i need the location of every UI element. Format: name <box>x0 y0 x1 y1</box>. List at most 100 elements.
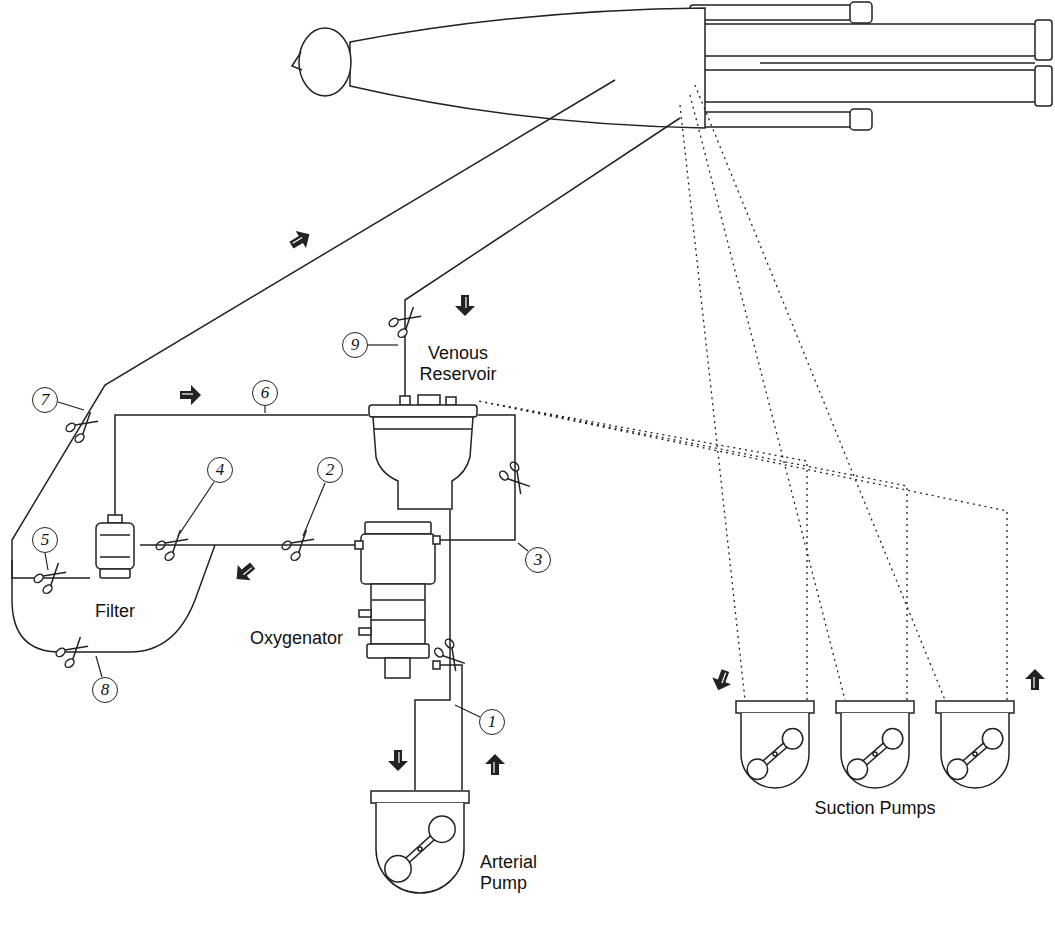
tube-connector <box>140 544 355 546</box>
drawing-part <box>388 304 424 339</box>
drawing-part <box>429 816 455 842</box>
drawing-part <box>45 553 48 570</box>
drawing-part <box>388 750 408 771</box>
drawing-part <box>841 713 909 788</box>
drawing-part <box>400 396 410 405</box>
device-label: Venous Reservoir <box>413 343 503 385</box>
drawing-part <box>359 628 371 635</box>
callout-number: 8 <box>92 677 118 703</box>
drawing-part <box>108 515 122 523</box>
tube-connector <box>440 665 462 790</box>
drawing-part <box>65 409 101 444</box>
drawing-part <box>736 701 814 713</box>
drawing-part <box>371 599 425 601</box>
drawing-part <box>433 536 440 544</box>
drawing-part <box>359 610 371 617</box>
drawing-part <box>1025 669 1045 690</box>
drawing-part <box>1035 20 1052 60</box>
drawing-part <box>12 80 615 578</box>
drawing-part <box>418 395 440 405</box>
drawing-part <box>690 112 852 127</box>
device-outline <box>370 790 470 895</box>
drawing-part <box>371 619 425 621</box>
drawing-part <box>361 534 435 584</box>
drawing-part <box>33 560 69 595</box>
suction-connector <box>478 401 1007 700</box>
device-label: Filter <box>80 601 150 622</box>
drawing-part <box>100 534 130 536</box>
drawing-part <box>680 105 745 700</box>
drawing-part <box>385 856 411 882</box>
drawing-part <box>850 2 872 23</box>
device-label: Suction Pumps <box>735 798 1015 819</box>
leader-line <box>45 345 528 717</box>
drawing-part <box>100 569 130 578</box>
drawing-part <box>695 85 945 700</box>
device-outline <box>735 700 1015 790</box>
drawing-part <box>180 385 201 405</box>
drawing-part <box>836 701 914 713</box>
drawing-part <box>850 109 872 130</box>
tubing <box>12 80 680 652</box>
drawing-part <box>1035 66 1052 106</box>
drawing-part <box>418 847 422 851</box>
drawing-part <box>773 752 777 756</box>
drawing-part <box>485 754 505 775</box>
drawing-part <box>405 118 680 396</box>
drawing-part <box>690 5 852 20</box>
callout-number: 1 <box>479 709 505 735</box>
drawing-part <box>941 713 1009 788</box>
suction-line <box>680 85 945 700</box>
callout-number: 5 <box>32 527 58 553</box>
drawing-part <box>873 752 877 756</box>
oxygenator-node: Oxygenator <box>355 520 440 680</box>
drawing-part <box>368 344 398 345</box>
drawing-part <box>433 661 440 669</box>
drawing-part <box>371 791 469 893</box>
flow-arrows <box>180 226 1045 775</box>
drawing-part <box>178 482 214 536</box>
device-label: Arterial Pump <box>480 852 552 894</box>
device-outline <box>355 520 440 680</box>
drawing-part <box>230 558 259 587</box>
drawing-part <box>690 70 1037 102</box>
callout-number: 6 <box>252 380 278 406</box>
drawing-part <box>350 8 705 128</box>
drawing-part <box>55 634 91 669</box>
drawing-part <box>100 556 130 558</box>
drawing-part <box>365 522 431 534</box>
drawing-part <box>847 759 867 779</box>
drawing-part <box>369 395 477 509</box>
drawing-part <box>355 522 440 678</box>
drawing-part <box>518 543 528 551</box>
tube-connector <box>115 415 368 515</box>
callout-number: 9 <box>342 332 368 358</box>
drawing-part <box>286 226 314 254</box>
device-outline <box>368 395 478 510</box>
suction-pumps-node: Suction Pumps <box>735 700 1015 790</box>
arterial-pump-node: Arterial Pump <box>370 790 470 895</box>
drawing-part <box>373 417 473 509</box>
drawing-part <box>747 759 767 779</box>
drawing-part <box>303 483 325 536</box>
device-label: Oxygenator <box>215 628 343 649</box>
drawing-part <box>299 28 351 96</box>
drawing-part <box>455 705 480 717</box>
drawing-part <box>374 428 472 430</box>
drawing-part <box>709 667 735 694</box>
drawing-part <box>264 406 265 413</box>
drawing-part <box>947 759 967 779</box>
drawing-part <box>690 24 1037 56</box>
drawing-part <box>741 713 809 788</box>
drawing-part <box>385 658 410 678</box>
callout-number: 3 <box>525 547 551 573</box>
drawing-part <box>58 402 84 410</box>
drawing-part <box>371 584 425 644</box>
callout-number: 4 <box>207 457 233 483</box>
drawing-part <box>973 752 977 756</box>
drawing-part <box>736 701 1014 788</box>
callout-number: 7 <box>32 387 58 413</box>
patient-figure <box>292 2 1052 130</box>
